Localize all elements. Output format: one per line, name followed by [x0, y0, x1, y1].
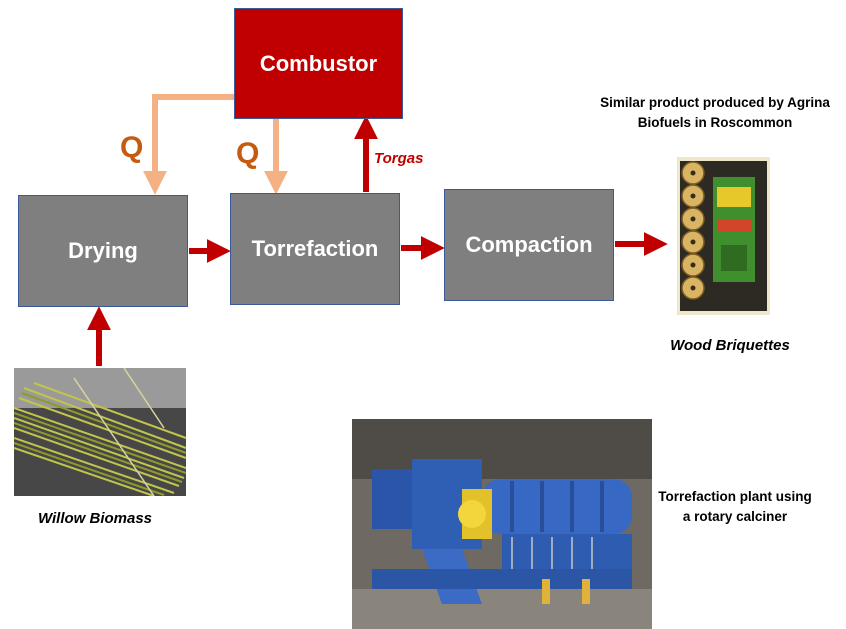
similar-product-note: Similar product produced by Agrina Biofu…: [600, 95, 830, 130]
torgas-label: Torgas: [374, 150, 424, 167]
wood-briquettes-caption: Wood Briquettes: [670, 337, 790, 354]
compaction-label: Compaction: [465, 232, 593, 257]
combustor-label: Combustor: [259, 50, 378, 76]
torrefaction-plant-note: Torrefaction plant using a rotary calcin…: [658, 489, 812, 524]
willow-biomass-caption: Willow Biomass: [37, 510, 153, 527]
briquettes-photo: [677, 157, 770, 315]
drying-label: Drying: [68, 238, 138, 263]
torrefaction-plant-photo: [352, 419, 652, 629]
heat-arrow-to-drying: [143, 94, 234, 195]
compaction-box: Compaction: [444, 189, 614, 301]
drying-box: Drying: [18, 195, 188, 307]
heat-label-torrefaction: Q: [236, 137, 260, 170]
combustor-box: Combustor: [234, 8, 403, 119]
heat-label-drying: Q: [120, 131, 144, 164]
torrefaction-box: Torrefaction: [230, 193, 400, 305]
willow-biomass-photo: [14, 368, 186, 496]
torrefaction-label: Torrefaction: [251, 236, 379, 261]
